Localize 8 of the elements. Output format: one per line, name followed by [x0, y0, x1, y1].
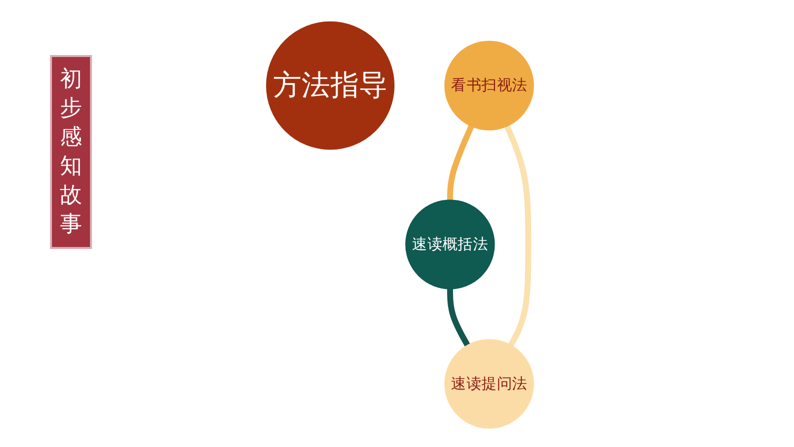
node-circle: 方法指导	[266, 21, 394, 150]
node-circle: 速读概括法	[405, 200, 495, 290]
vertical-heading: 初步感知故事	[50, 55, 92, 249]
node-circle: 速读提问法	[444, 339, 534, 429]
connector	[447, 125, 474, 200]
node-circle: 看书扫视法	[444, 40, 534, 130]
connector	[504, 125, 532, 347]
connector	[447, 288, 470, 347]
